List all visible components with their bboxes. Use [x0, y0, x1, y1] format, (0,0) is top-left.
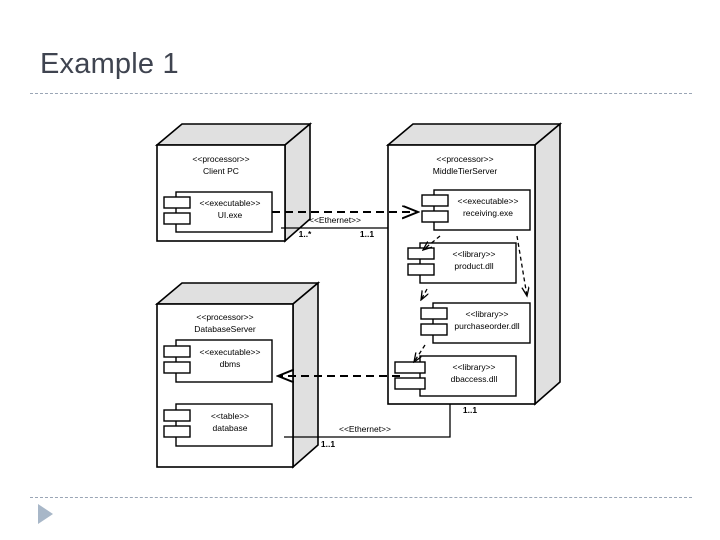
component-dbms-stereotype: <<executable>>	[199, 347, 261, 357]
component-receiving-exe-stereotype: <<executable>>	[457, 196, 519, 206]
component-product-dll-stereotype: <<library>>	[452, 249, 496, 259]
dependency-product-to-purchaseorder	[421, 288, 427, 300]
page-title: Example 1	[40, 48, 179, 80]
component-receiving-exe[interactable]	[421, 189, 531, 231]
dependency-receiving-to-product	[423, 235, 441, 250]
node-database-server-stereotype: <<processor>>	[196, 312, 254, 322]
association-ethernet-client-middle-label: <<Ethernet>>	[309, 215, 361, 225]
multiplicity-client-side: 1..*	[298, 229, 312, 239]
play-triangle-icon	[38, 504, 53, 524]
footer-divider	[30, 497, 692, 498]
component-ui-exe[interactable]	[163, 191, 273, 233]
component-dbaccess-dll[interactable]	[394, 355, 517, 397]
component-ui-exe-name: UI.exe	[217, 210, 243, 220]
node-client-pc[interactable]	[154, 122, 313, 243]
multiplicity-middle-side-top: 1..1	[359, 229, 375, 239]
dependency-purchaseorder-to-dbaccess	[414, 344, 426, 362]
component-ui-exe-stereotype: <<executable>>	[199, 198, 261, 208]
node-middle-tier-server[interactable]	[385, 122, 563, 406]
component-dbaccess-dll-name: dbaccess.dll	[450, 374, 498, 384]
component-database-name: database	[212, 423, 248, 433]
node-client-pc-stereotype: <<processor>>	[192, 154, 250, 164]
component-purchaseorder-dll-name: purchaseorder.dll	[454, 321, 520, 331]
node-client-pc-name: Client PC	[203, 166, 239, 176]
component-dbaccess-dll-stereotype: <<library>>	[452, 362, 496, 372]
association-ethernet-db-middle	[284, 404, 451, 438]
component-dbms-name: dbms	[219, 359, 241, 369]
node-middle-tier-server-name: MiddleTierServer	[432, 166, 498, 176]
node-database-server[interactable]	[154, 281, 321, 469]
node-database-server-name: DatabaseServer	[194, 324, 256, 334]
component-purchaseorder-dll-stereotype: <<library>>	[465, 309, 509, 319]
title-divider	[30, 93, 692, 94]
component-purchaseorder-dll[interactable]	[420, 302, 531, 344]
component-database-stereotype: <<table>>	[210, 411, 250, 421]
node-middle-tier-server-stereotype: <<processor>>	[436, 154, 494, 164]
multiplicity-middle-side-bottom: 1..1	[462, 405, 478, 415]
component-dbms[interactable]	[163, 339, 273, 383]
association-ethernet-db-middle-label: <<Ethernet>>	[339, 424, 391, 434]
component-receiving-exe-name: receiving.exe	[462, 208, 514, 218]
component-database[interactable]	[163, 403, 273, 447]
multiplicity-db-side: 1..1	[320, 439, 336, 449]
component-product-dll-name: product.dll	[454, 261, 494, 271]
dependency-receiving-to-purchaseorder	[516, 235, 527, 296]
component-product-dll[interactable]	[407, 242, 517, 284]
